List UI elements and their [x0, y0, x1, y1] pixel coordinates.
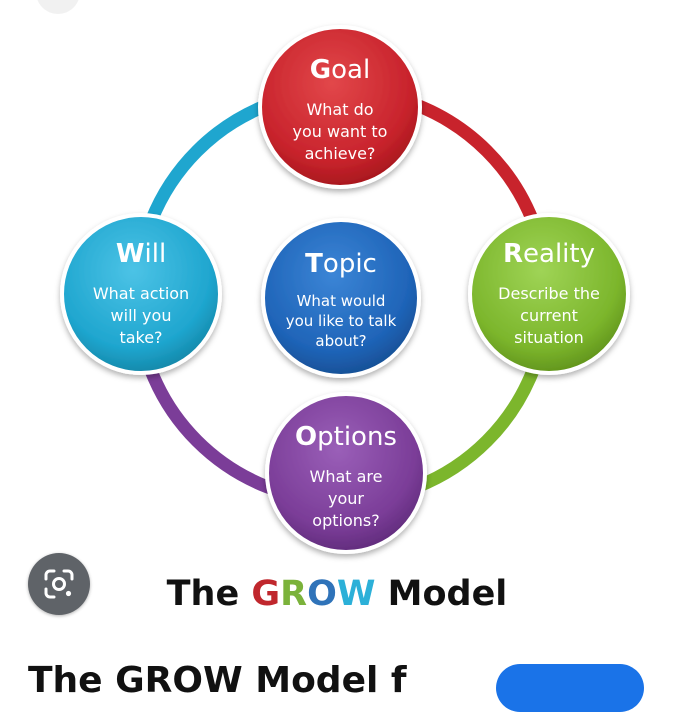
caption-prefix: The — [166, 574, 252, 614]
reality-line-3: situation — [514, 328, 584, 347]
goal-line-3: achieve? — [305, 144, 376, 163]
reality-title-initial: R — [503, 239, 523, 269]
topic-line-2: you like to talk — [286, 312, 397, 330]
topic-node: Topic What would you like to talk about? — [261, 218, 421, 378]
topic-title-initial: T — [305, 249, 323, 279]
visit-button[interactable] — [496, 664, 644, 712]
options-line-1: What are — [310, 467, 383, 486]
grow-model-diagram: Goal What do you want to achieve? Realit… — [60, 25, 630, 554]
options-line-2: your — [328, 489, 364, 508]
svg-text:Goal: Goal — [310, 55, 370, 85]
will-line-2: will you — [111, 306, 172, 325]
caption-suffix: Model — [375, 574, 508, 614]
will-title-initial: W — [116, 239, 145, 269]
diagram-caption: The GROW Model — [0, 574, 674, 614]
options-node: Options What are your options? — [265, 392, 427, 554]
topic-title-rest: opic — [323, 249, 377, 279]
goal-title-rest: oal — [331, 55, 370, 85]
goal-line-2: you want to — [293, 122, 388, 141]
svg-text:Reality: Reality — [503, 239, 595, 269]
goal-node: Goal What do you want to achieve? — [258, 25, 422, 189]
lens-search-button[interactable] — [28, 553, 90, 615]
reality-node: Reality Describe the current situation — [468, 213, 630, 375]
svg-text:Topic: Topic — [305, 249, 377, 279]
reality-line-2: current — [520, 306, 578, 325]
topic-line-3: about? — [315, 332, 366, 350]
topic-line-1: What would — [297, 292, 386, 310]
goal-title-initial: G — [310, 55, 331, 85]
options-title-rest: ptions — [317, 422, 397, 452]
lens-icon — [44, 569, 74, 599]
will-node: Will What action will you take? — [60, 213, 222, 375]
caption-letter-g: G — [251, 574, 281, 614]
result-title-partial[interactable]: The GROW Model f — [28, 660, 407, 701]
caption-letter-o: O — [307, 574, 337, 614]
svg-text:Options: Options — [295, 422, 397, 452]
will-line-3: take? — [119, 328, 162, 347]
svg-text:Will: Will — [116, 239, 166, 269]
top-edge-circle — [36, 0, 80, 14]
options-line-3: options? — [312, 511, 379, 530]
caption-letter-r: R — [280, 574, 308, 614]
reality-title-rest: eality — [523, 239, 595, 269]
will-line-1: What action — [93, 284, 189, 303]
caption-letter-w: W — [336, 574, 376, 614]
goal-line-1: What do — [306, 100, 373, 119]
reality-line-1: Describe the — [498, 284, 600, 303]
options-title-initial: O — [295, 422, 317, 452]
will-title-rest: ill — [145, 239, 167, 269]
